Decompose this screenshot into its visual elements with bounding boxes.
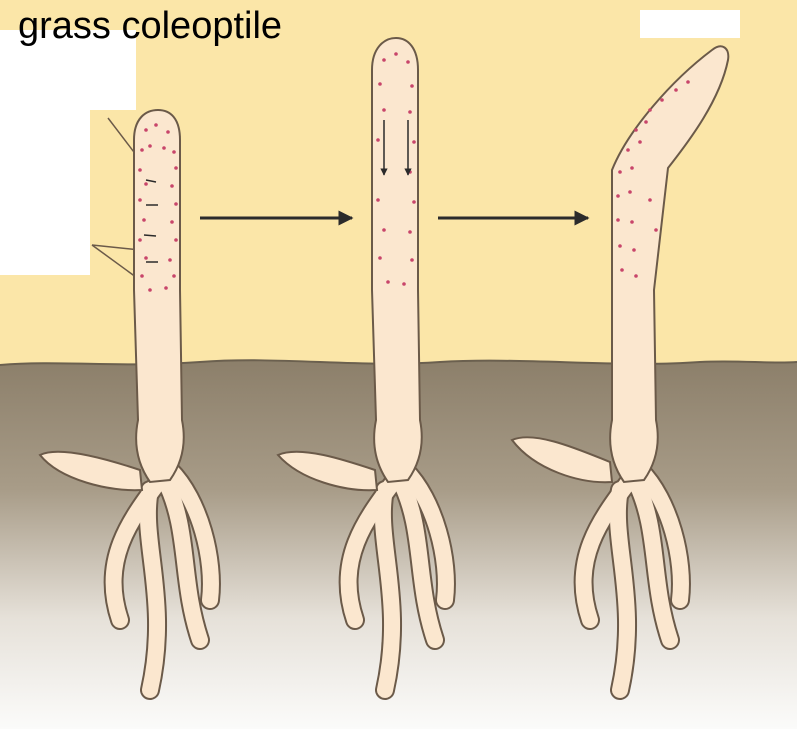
stage-1-coleoptile (134, 110, 184, 482)
diagram-title: grass coleoptile (18, 4, 282, 50)
stage-2-coleoptile (372, 38, 422, 482)
white-panel-left-lower (0, 110, 90, 275)
white-panel-right (640, 10, 740, 38)
